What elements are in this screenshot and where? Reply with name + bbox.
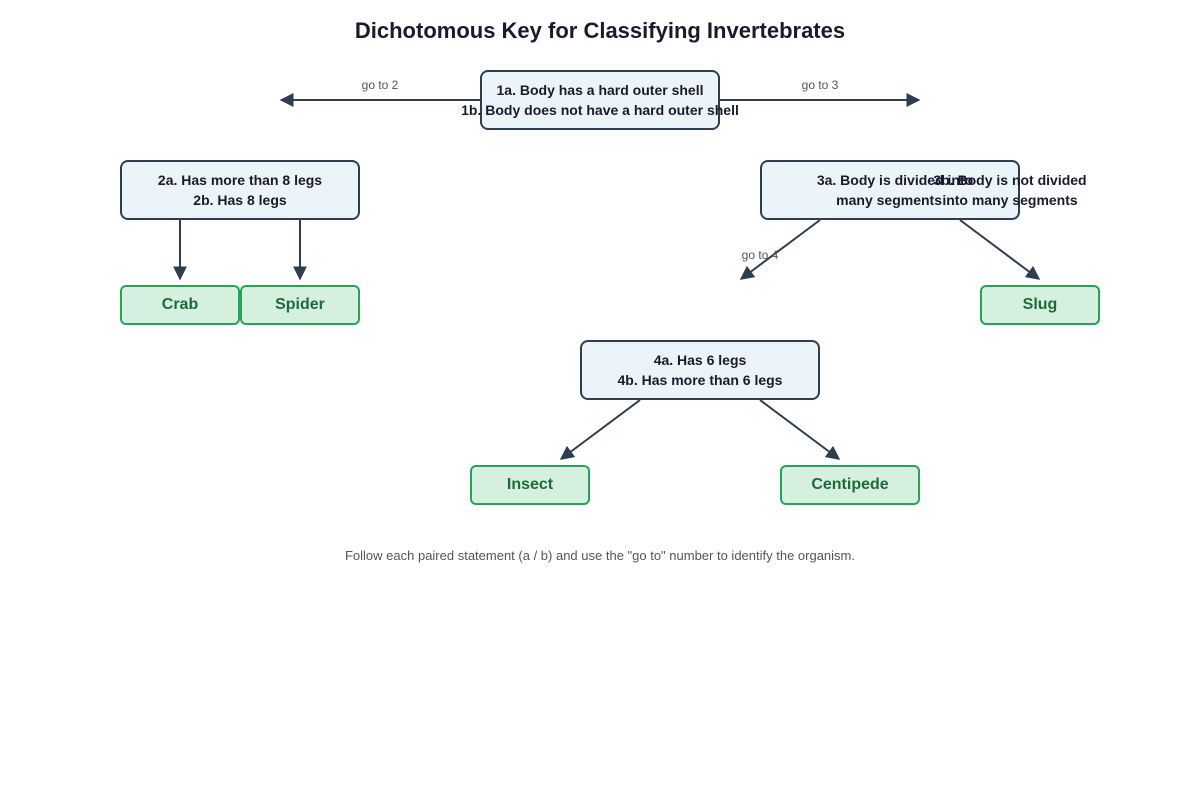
step-1a-text: 1a. Body has a hard outer shell xyxy=(496,82,704,98)
step-4-box: 4a. Has 6 legs 4b. Has more than 6 legs xyxy=(580,340,820,400)
edge-label-go-to-2: go to 2 xyxy=(361,78,399,92)
step-3a-text: 3a. Body is divided into many segments xyxy=(812,170,978,210)
step-4b-text: 4b. Has more than 6 legs xyxy=(617,372,783,388)
organism-spider: Spider xyxy=(240,285,360,325)
footer-instructions: Follow each paired statement (a / b) and… xyxy=(344,548,855,563)
organism-crab: Crab xyxy=(120,285,240,325)
step-3b-line-2: into many segments xyxy=(942,192,1078,208)
edge-4b-to-centipede xyxy=(759,399,841,460)
organism-slug: Slug xyxy=(980,285,1100,325)
step-3b-text: 3b. Body is not divided into many segmen… xyxy=(932,170,1088,210)
edge-3b-to-slug xyxy=(959,219,1041,280)
step-2-box: 2a. Has more than 8 legs 2b. Has 8 legs xyxy=(120,160,360,220)
organism-centipede: Centipede xyxy=(780,465,920,505)
edge-label-go-to-3: go to 3 xyxy=(801,78,839,92)
diagram-title: Dichotomous Key for Classifying Inverteb… xyxy=(354,18,846,43)
step-3b-line-1: 3b. Body is not divided xyxy=(933,172,1087,188)
step-1-box: 1a. Body has a hard outer shell 1b. Body… xyxy=(461,70,739,130)
edge-3a-to-step4 xyxy=(739,219,821,280)
organism-insect: Insect xyxy=(470,465,590,505)
step-2a-text: 2a. Has more than 8 legs xyxy=(157,172,323,188)
step-3a-line-1: 3a. Body is divided into xyxy=(816,172,974,188)
step-1b-text: 1b. Body does not have a hard outer shel… xyxy=(461,102,739,118)
edge-label-go-to-4: go to 4 xyxy=(741,248,779,262)
step-3a-line-2: many segments xyxy=(836,192,942,208)
edge-4a-to-insect xyxy=(559,399,641,460)
step-4a-text: 4a. Has 6 legs xyxy=(653,352,747,368)
step-3-box xyxy=(760,160,1020,220)
step-2b-text: 2b. Has 8 legs xyxy=(193,192,287,208)
